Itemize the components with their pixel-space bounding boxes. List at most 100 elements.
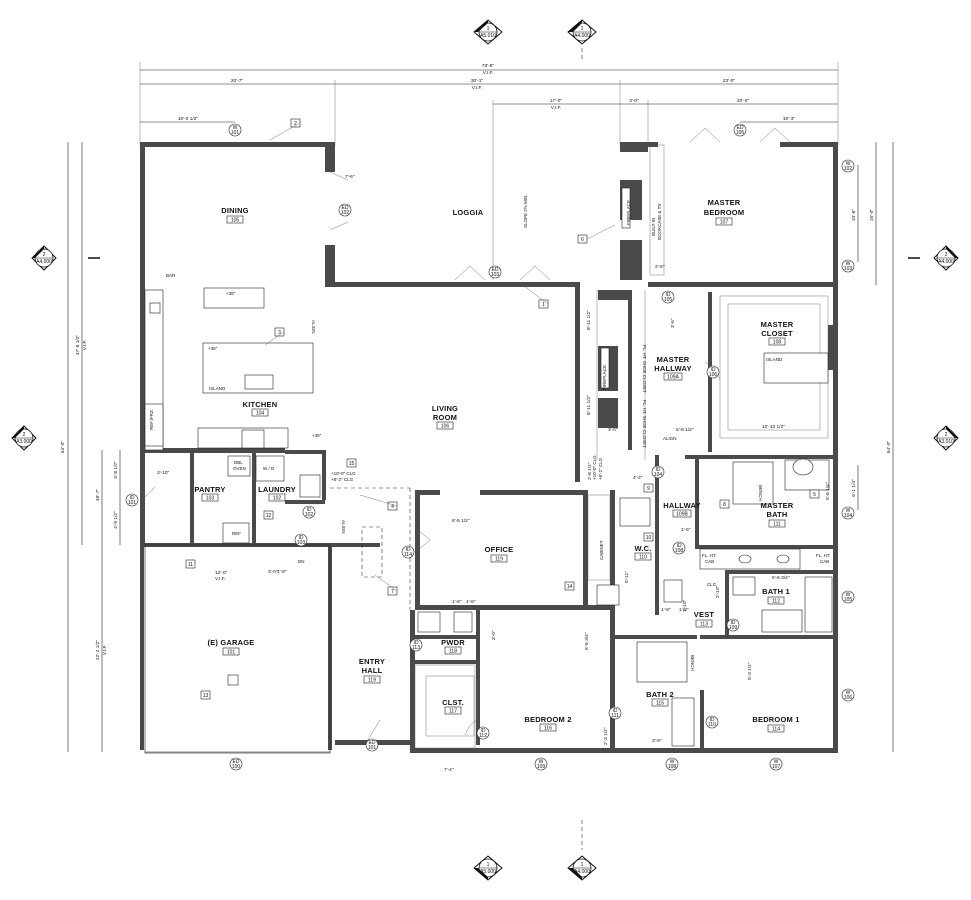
keynote-11: 11 [185,559,196,569]
svg-text:1: 1 [542,302,545,308]
svg-text:106: 106 [709,372,718,378]
label-dn: DN [298,559,305,564]
svg-text:103: 103 [844,266,853,272]
dim-left-total: 64'-0" [60,441,66,454]
svg-text:106: 106 [844,695,853,701]
label-clg: CLG [707,582,717,587]
svg-text:HALL: HALL [362,666,383,675]
svg-text:1: 1 [581,862,584,868]
dim-bath-3: 3'-9" [652,738,662,744]
laundry-sink [299,474,321,498]
svg-text:W: W [846,690,851,696]
svg-text:CAB: CAB [820,559,829,564]
room-living-room-number: 106 [441,424,450,430]
svg-text:ENTRY: ENTRY [359,657,385,666]
label-bench-bath2: BENCH [690,655,695,671]
keynote-1: 1 [538,299,549,309]
svg-text:ID: ID [731,620,736,626]
cooktop [241,429,265,449]
svg-text:6: 6 [581,237,584,243]
section-marker-bottom-right: 1 A4.000 [567,855,597,881]
label-bar: BAR [166,273,176,278]
label-bench-master: BENCH [758,485,763,501]
label-built-in-2: BOOKCASE & TV [657,204,662,240]
room-bath2-number: 115 [656,701,664,707]
label-fl-ht-cab-left: FL. HT. [702,553,717,558]
svg-text:100: 100 [232,764,241,770]
label-plus36-table: +36" [226,291,236,296]
svg-text:13: 13 [203,693,209,699]
room-dining-name: DINING [221,206,248,215]
master-shower [732,461,774,505]
dim-loggia-open: 7'-6" [345,174,355,180]
room-wc-name: W.C. [634,544,651,553]
svg-text:ED: ED [737,125,744,131]
svg-text:103: 103 [297,540,306,546]
svg-text:ID: ID [130,495,135,501]
section-marker-top-left: 1 A5.010 [473,19,503,45]
room-clst-name: CLST. [442,698,464,707]
room-dining-number: 105 [231,218,240,224]
dim-seg-1: 20'-7" [231,78,244,84]
keynote-13: 13 [200,690,211,700]
dim-bath-1: 5'-6 3/4" [772,575,790,581]
svg-text:8: 8 [723,502,726,508]
room-pantry-number: 103 [206,496,215,502]
dim-bed2-1: 5'-5 3/4" [584,632,590,650]
dim-left-5-vif: V.I.F. [102,645,108,656]
svg-text:A3.000: A3.000 [16,439,32,445]
label-slope: SLOPE 2% MIN. [523,194,528,228]
svg-text:ID: ID [307,507,312,513]
dim-bath-2: 5'-3 1/2" [747,662,753,680]
fixtures [144,187,833,747]
keynote-8: 8 [719,499,730,509]
svg-text:101: 101 [128,500,137,506]
dim-pantry-w: 3'-10" [157,470,170,476]
room-wc-number: 110 [639,555,647,561]
room-garage-number: 101 [227,650,236,656]
keynote-7: 7 [387,586,398,596]
room-garage-name: (E) GARAGE [208,638,255,647]
living-fireplace [600,347,610,389]
svg-text:104: 104 [654,472,663,478]
section-markers: 1 A5.010 1 A4.000 2 A4.000 2 A3.00 [11,19,959,881]
room-laundry-name: LAUNDRY [258,485,296,494]
room-vest-name: VEST [694,610,715,619]
section-marker-bottom-left: 1 A5.000 [473,855,503,881]
svg-text:W: W [670,759,675,765]
svg-text:7: 7 [391,589,394,595]
room-master-bedroom-name-1: MASTER [708,198,741,207]
keynote-14: 14 [564,581,575,591]
label-island-closet: ISLAND [766,357,783,362]
dim-loggia: 17'-0" [550,98,563,104]
svg-text:108: 108 [668,764,677,770]
dim-closet-w: 12'-10 1/2" [762,424,785,430]
keynote-4: 4 [387,501,398,511]
svg-text:ED: ED [369,740,376,746]
svg-text:2: 2 [23,432,26,438]
dim-garage-vif2: V.I.F. [215,576,226,582]
svg-text:1: 1 [487,862,490,868]
svg-text:12: 12 [266,513,272,519]
label-clg-1: +10'-0" CLG [331,471,356,476]
dim-hall-2: 2'-8 1/2" [587,462,593,480]
dim-laundry-w: 3'-0" [268,569,278,575]
room-master-hallway-number: 109A [667,375,679,381]
svg-text:W: W [846,592,851,598]
double-oven [227,455,251,477]
bath1-toilet [732,576,756,596]
room-office-number: 119 [495,557,503,563]
room-kitchen-number: 104 [256,411,265,417]
label-clg-3: +10'-0" CLG [592,455,597,480]
svg-text:102: 102 [341,210,350,216]
dim-pwdr-1: 1'-6" [452,599,462,605]
room-clst-number: 117 [449,709,457,715]
